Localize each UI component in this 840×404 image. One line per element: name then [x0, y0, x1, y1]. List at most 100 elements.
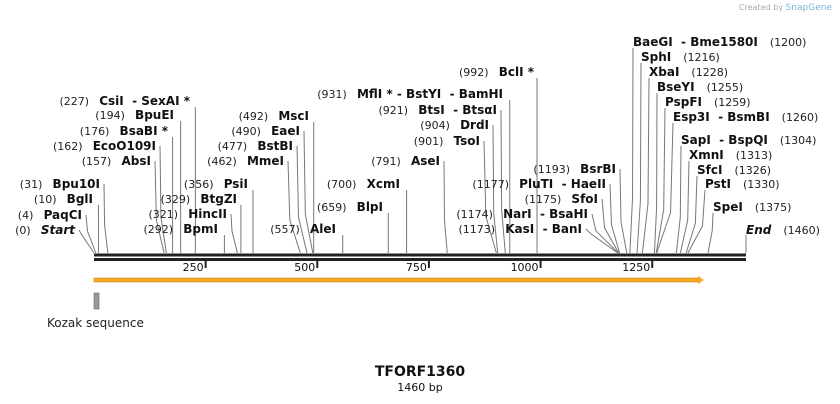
site-label[interactable]: SphI(1216) [641, 50, 720, 64]
enzyme-name: PstI [705, 177, 731, 191]
site-label[interactable]: (176) BsaBI * [80, 120, 169, 139]
site-position: (1255) [707, 81, 744, 94]
site-position: (356) [184, 178, 214, 191]
site-label[interactable]: (992) BclI * [459, 61, 535, 80]
enzyme-name: XbaI [649, 65, 679, 79]
site-label[interactable]: (931) MflI * - BstYI - BamHI [317, 83, 503, 102]
site-line [296, 145, 308, 254]
orf-arrow[interactable] [93, 276, 704, 284]
site-position: (194) [95, 109, 125, 122]
site-label[interactable]: PspFI(1259) [665, 95, 751, 109]
site-label[interactable]: BaeGI - Bme1580I(1200) [633, 35, 806, 49]
enzyme-name: MscI [278, 109, 309, 123]
enzyme-name: SpeI [713, 200, 743, 214]
site-label[interactable]: Esp3I - BsmBI(1260) [673, 110, 818, 124]
site-line [159, 145, 167, 254]
site-label[interactable]: (1177) PluTI - HaeII [472, 173, 606, 192]
site-line [655, 107, 666, 254]
site-position: (31) [20, 178, 43, 191]
site-label[interactable]: (659) BlpI [317, 196, 383, 215]
enzyme-name: EcoO109I [93, 139, 156, 153]
enzyme-name: MflI * - BstYI - BamHI [357, 87, 503, 101]
enzyme-name: TsoI [454, 134, 480, 148]
credit-prefix: Created by [739, 3, 784, 12]
site-position: (901) [414, 135, 444, 148]
site-label[interactable]: (356) PsiI [184, 173, 248, 192]
site-line [601, 198, 620, 254]
map-title: TFORF1360 [374, 364, 466, 380]
site-label[interactable]: SfcI(1326) [697, 163, 771, 177]
site-label[interactable]: (1175) SfoI [525, 188, 598, 207]
site-label[interactable]: (157) AbsI [82, 150, 151, 169]
site-position: (157) [82, 155, 112, 168]
site-label[interactable]: (1193) BsrBI [533, 158, 616, 177]
site-position: (659) [317, 201, 347, 214]
site-line [707, 212, 714, 254]
site-label[interactable]: (227) CsiI - SexAI * [59, 90, 190, 109]
site-label[interactable]: (1174) NarI - BsaHI [456, 203, 588, 222]
site-label[interactable]: (292) BpmI [144, 218, 218, 237]
site-label[interactable]: (1173) KasI - BanI [458, 218, 582, 237]
site-line [483, 140, 497, 254]
site-label[interactable]: (921) BtsI - BtsαI [378, 99, 497, 118]
site-position: (1313) [736, 149, 773, 162]
enzyme-name: MmeI [247, 154, 284, 168]
site-label[interactable]: (0) Start [15, 219, 76, 238]
enzyme-name: CsiI - SexAI * [99, 94, 190, 108]
site-label[interactable]: (162) EcoO109I [53, 135, 156, 154]
site-line [230, 213, 238, 254]
site-position: (0) [15, 224, 31, 237]
site-label[interactable]: (901) TsoI [414, 130, 480, 149]
site-label[interactable]: (194) BpuEI [95, 104, 174, 123]
site-position: (4) [18, 209, 34, 222]
enzyme-name: BstBI [257, 139, 293, 153]
site-label[interactable]: (477) BstBI [218, 135, 293, 154]
site-position: (329) [161, 193, 191, 206]
site-position: (1177) [472, 178, 509, 191]
enzyme-name: SfoI [571, 192, 598, 206]
site-position: (492) [239, 110, 269, 123]
enzyme-name: BpmI [183, 222, 218, 236]
site-label[interactable]: (700) XcmI [327, 173, 400, 192]
kozak-feature[interactable] [93, 292, 100, 310]
site-label[interactable]: PstI(1330) [705, 177, 780, 191]
map-length: 1460 bp [397, 381, 443, 394]
site-line [103, 183, 109, 254]
site-label[interactable]: (31) Bpu10I [20, 173, 100, 192]
site-line [636, 62, 642, 254]
enzyme-name: BpuEI [135, 108, 174, 122]
site-position: (557) [270, 223, 300, 236]
site-label[interactable]: XmnI(1313) [689, 148, 772, 162]
site-line [287, 160, 301, 254]
site-label[interactable]: (492) MscI [239, 105, 309, 124]
site-position: (462) [207, 155, 237, 168]
site-label[interactable]: XbaI(1228) [649, 65, 728, 79]
site-position: (931) [317, 88, 347, 101]
site-line [78, 229, 95, 254]
site-position: (162) [53, 140, 83, 153]
enzyme-name: PspFI [665, 95, 702, 109]
tick-label: 1250 [622, 261, 650, 274]
site-label[interactable]: (10) BglI [34, 188, 93, 207]
enzyme-name: AbsI [122, 154, 151, 168]
site-label[interactable]: SpeI(1375) [713, 200, 791, 214]
site-position: (992) [459, 66, 489, 79]
site-line [585, 228, 619, 254]
site-label[interactable]: (557) AleI [270, 218, 336, 237]
site-label[interactable]: (329) BtgZI [161, 188, 237, 207]
site-label[interactable]: (4) PaqCI [18, 204, 82, 223]
site-label[interactable]: (321) HincII [148, 203, 227, 222]
site-label[interactable]: BseYI(1255) [657, 80, 743, 94]
enzyme-name: BlpI [357, 200, 383, 214]
site-position: (1174) [456, 208, 493, 221]
site-label[interactable]: (462) MmeI [207, 150, 284, 169]
site-line [685, 175, 698, 254]
site-label[interactable]: SapI - BspQI(1304) [681, 133, 816, 147]
site-label[interactable]: (791) AseI [371, 150, 440, 169]
snapgene-logo: SnapGene [785, 3, 832, 13]
site-line [641, 77, 650, 254]
site-label[interactable]: End(1460) [746, 223, 820, 237]
site-label[interactable]: (490) EaeI [231, 120, 300, 139]
site-label[interactable]: (904) DrdI [420, 114, 489, 133]
